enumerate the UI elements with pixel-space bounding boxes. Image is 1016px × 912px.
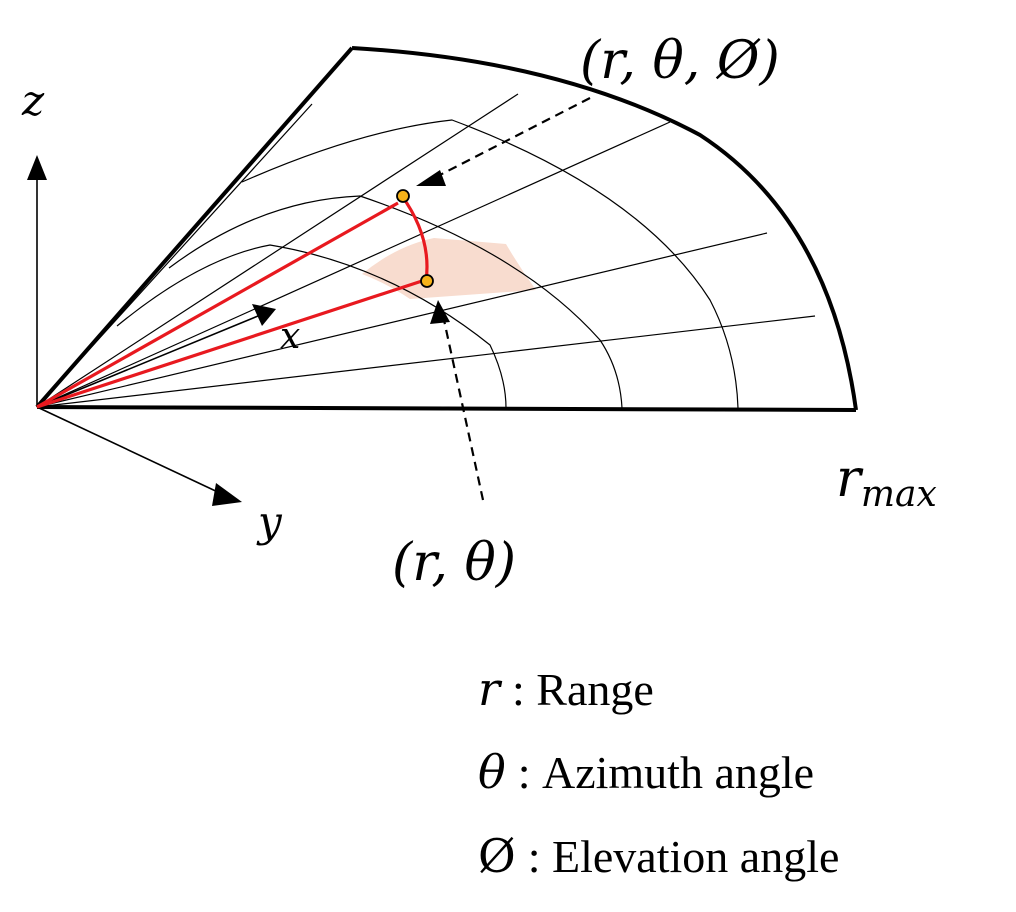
z-axis-label: z xyxy=(21,76,45,125)
radial-grid-lines xyxy=(36,93,816,408)
y-axis-label: y xyxy=(256,497,283,546)
y-axis xyxy=(36,406,242,506)
point-3d-label: (r, θ, Ø) xyxy=(580,31,780,91)
point-2d-label: (r, θ) xyxy=(392,533,516,593)
leader-point-2d xyxy=(430,300,485,501)
red-rays xyxy=(36,195,429,409)
range-arcs xyxy=(116,119,739,409)
legend-item-elevation: Ø: Elevation angle xyxy=(478,829,839,883)
legend: r: Range θ: Azimuth angle Ø: Elevation a… xyxy=(478,662,839,883)
sector-boundary xyxy=(35,46,858,412)
z-axis xyxy=(27,155,47,407)
point-3d-marker xyxy=(396,189,410,203)
x-axis xyxy=(36,304,276,408)
r-max-label: rmax xyxy=(836,449,937,515)
highlighted-cell xyxy=(362,238,536,299)
legend-item-azimuth: θ: Azimuth angle xyxy=(478,745,814,799)
point-2d-marker xyxy=(420,274,434,288)
leader-point-3d xyxy=(416,97,591,186)
legend-item-range: r: Range xyxy=(478,662,654,716)
